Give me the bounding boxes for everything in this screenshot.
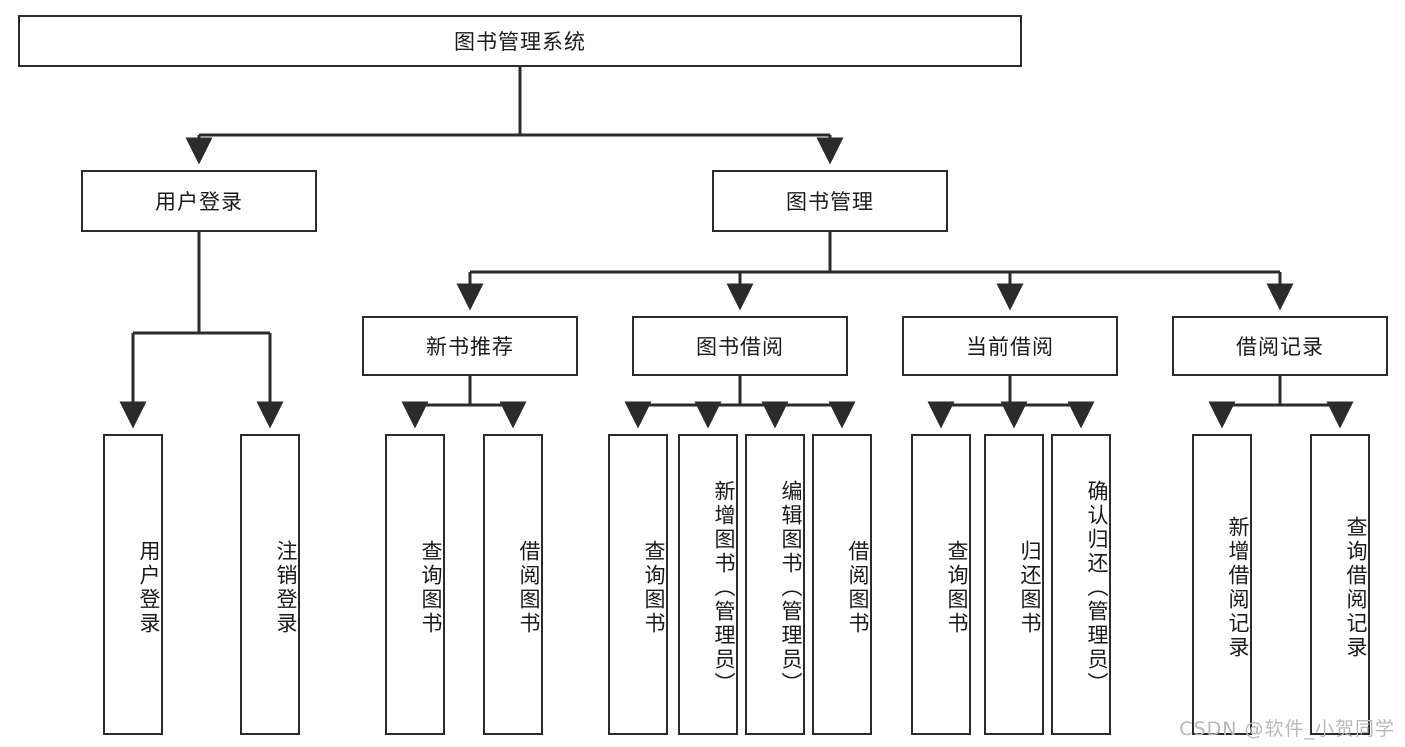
node-book-borrow[interactable]: 图书借阅 [632, 316, 848, 376]
node-leaf-borrow-book-2-label: 借阅图书 [846, 539, 870, 636]
node-leaf-user-login[interactable]: 用户登录 [103, 434, 163, 735]
node-leaf-edit-book-label: 编辑图书（管理员） [779, 479, 803, 696]
node-book-manage-label: 图书管理 [786, 190, 874, 214]
node-user-login[interactable]: 用户登录 [81, 170, 317, 232]
node-current-borrow-label: 当前借阅 [966, 335, 1054, 359]
node-leaf-query-book-1[interactable]: 查询图书 [385, 434, 445, 735]
node-leaf-query-book-2[interactable]: 查询图书 [608, 434, 668, 735]
node-leaf-edit-book[interactable]: 编辑图书（管理员） [745, 434, 805, 735]
node-borrow-record-label: 借阅记录 [1236, 335, 1324, 359]
node-current-borrow[interactable]: 当前借阅 [902, 316, 1118, 376]
node-book-manage[interactable]: 图书管理 [712, 170, 948, 232]
node-borrow-record[interactable]: 借阅记录 [1172, 316, 1388, 376]
node-book-borrow-label: 图书借阅 [696, 335, 784, 359]
node-leaf-logout-login[interactable]: 注销登录 [240, 434, 300, 735]
node-leaf-borrow-book-2[interactable]: 借阅图书 [812, 434, 872, 735]
node-leaf-add-record-label: 新增借阅记录 [1226, 515, 1250, 660]
watermark-text: CSDN @软件_小贺同学 [1179, 718, 1395, 740]
node-leaf-borrow-book-1-label: 借阅图书 [517, 539, 541, 636]
node-user-login-label: 用户登录 [155, 190, 243, 214]
node-leaf-return-book[interactable]: 归还图书 [984, 434, 1044, 735]
node-root-label: 图书管理系统 [454, 30, 586, 54]
node-leaf-query-book-1-label: 查询图书 [419, 539, 443, 636]
node-leaf-query-book-3-label: 查询图书 [945, 539, 969, 636]
node-leaf-return-book-label: 归还图书 [1018, 539, 1042, 636]
node-new-book-rec-label: 新书推荐 [426, 335, 514, 359]
node-leaf-borrow-book-1[interactable]: 借阅图书 [483, 434, 543, 735]
node-leaf-user-login-label: 用户登录 [137, 539, 161, 636]
node-leaf-add-book-label: 新增图书（管理员） [712, 479, 736, 696]
node-leaf-query-record-label: 查询借阅记录 [1344, 515, 1368, 660]
node-root[interactable]: 图书管理系统 [18, 15, 1022, 67]
node-new-book-rec[interactable]: 新书推荐 [362, 316, 578, 376]
node-leaf-query-book-2-label: 查询图书 [642, 539, 666, 636]
node-leaf-query-record[interactable]: 查询借阅记录 [1310, 434, 1370, 735]
node-leaf-add-record[interactable]: 新增借阅记录 [1192, 434, 1252, 735]
node-leaf-query-book-3[interactable]: 查询图书 [911, 434, 971, 735]
node-leaf-logout-login-label: 注销登录 [274, 539, 298, 636]
node-leaf-confirm-return-label: 确认归还（管理员） [1085, 479, 1109, 696]
node-leaf-confirm-return[interactable]: 确认归还（管理员） [1051, 434, 1111, 735]
node-leaf-add-book[interactable]: 新增图书（管理员） [678, 434, 738, 735]
